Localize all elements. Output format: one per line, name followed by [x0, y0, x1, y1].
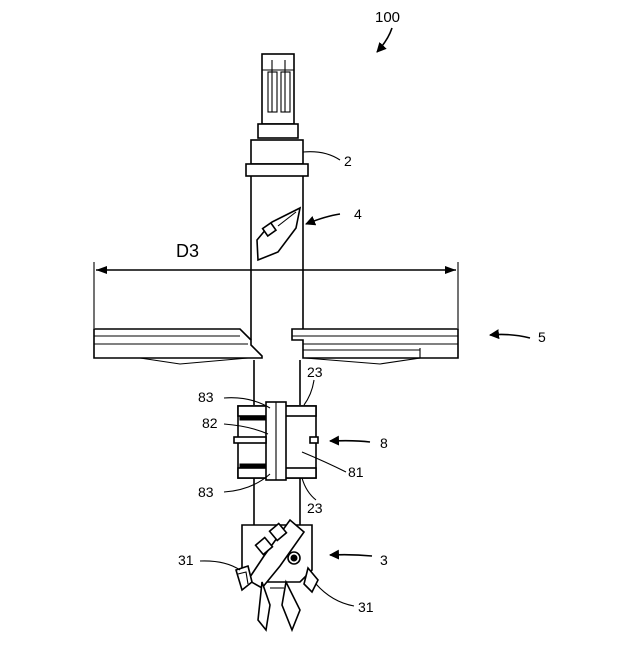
label-2: 2 [344, 153, 352, 169]
figure-number: 100 [375, 9, 400, 26]
leader-8 [330, 441, 370, 442]
top-connector [258, 54, 298, 138]
dimension-label: D3 [176, 241, 199, 261]
drill-bit [236, 520, 318, 630]
label-82: 82 [202, 415, 218, 431]
label-3: 3 [380, 552, 388, 568]
label-5: 5 [538, 329, 546, 345]
leader-2 [303, 152, 340, 160]
label-83-lower: 83 [198, 484, 214, 500]
leader-3 [330, 555, 372, 556]
label-31-left: 31 [178, 552, 194, 568]
upper-cutter [257, 208, 300, 260]
leader-5 [490, 334, 530, 338]
label-31-right: 31 [358, 599, 374, 615]
label-83-upper: 83 [198, 389, 214, 405]
label-8: 8 [380, 435, 388, 451]
coupling [234, 402, 318, 480]
figure-number-arrow [377, 28, 392, 52]
label-4: 4 [354, 206, 362, 222]
reamer-blades [94, 329, 458, 364]
label-23-upper: 23 [307, 364, 323, 380]
leader-31-right [316, 584, 354, 606]
upper-body [246, 140, 308, 176]
leader-23-lower [302, 478, 316, 500]
label-81: 81 [348, 464, 364, 480]
dimension-d3 [94, 262, 458, 328]
leader-23-upper [304, 380, 314, 405]
leader-31-left [200, 561, 240, 570]
leader-4 [306, 214, 340, 224]
label-23-lower: 23 [307, 500, 323, 516]
